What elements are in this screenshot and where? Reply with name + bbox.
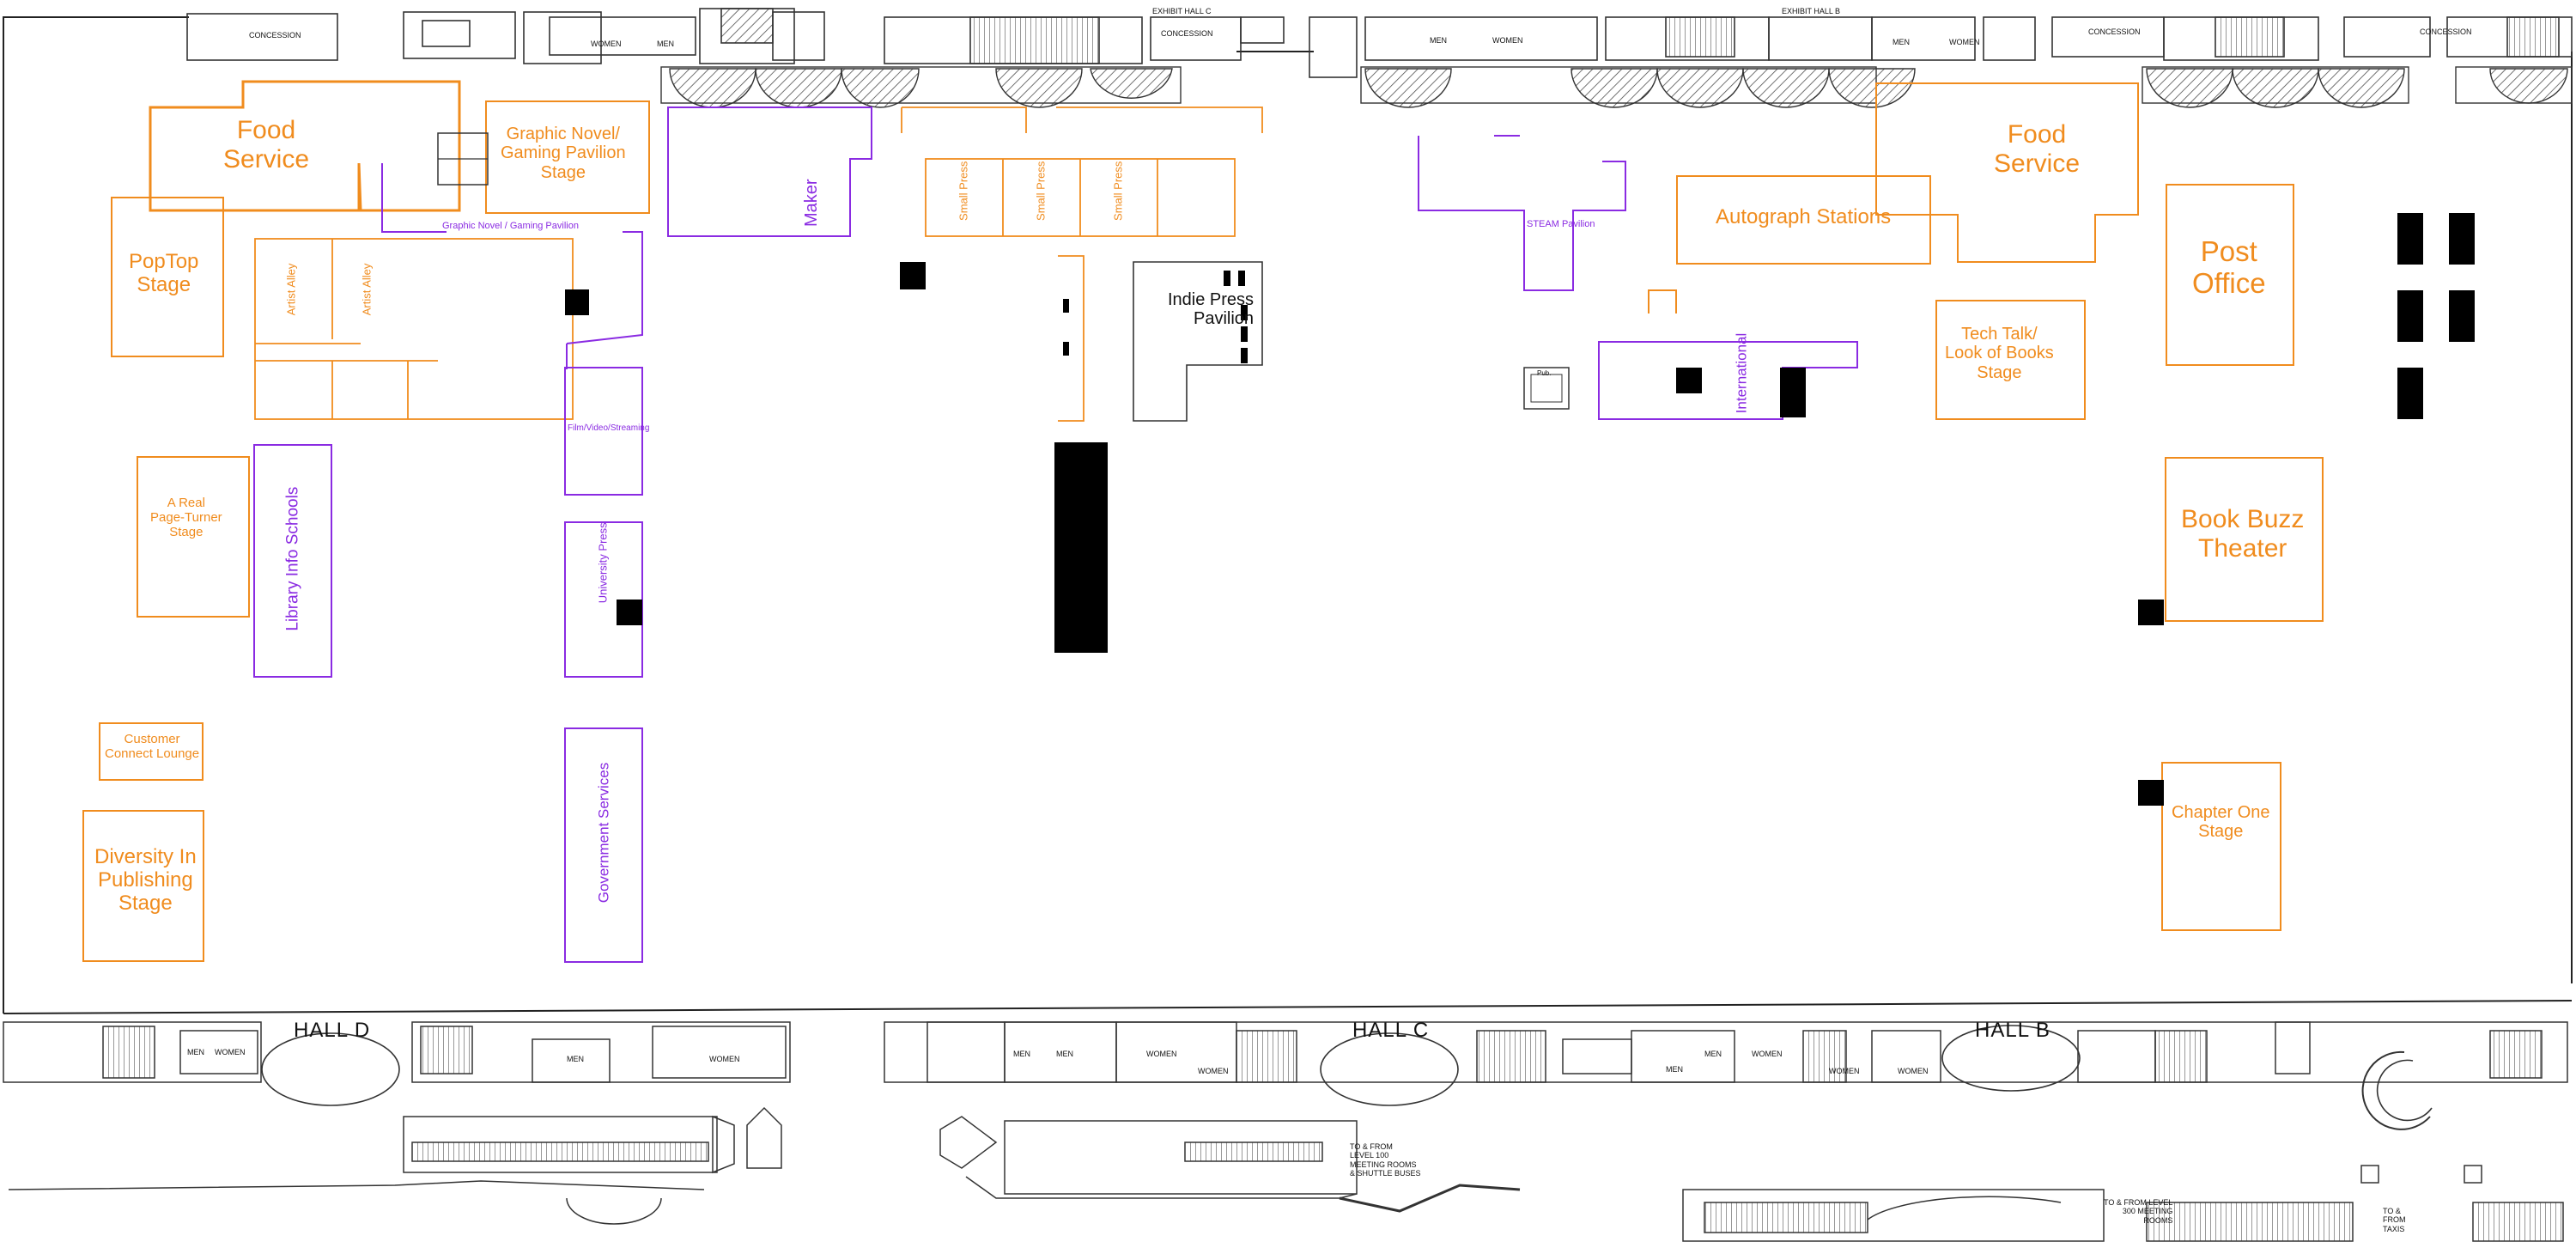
international-outline [1598, 341, 1858, 420]
tech-talk-stage-label: Tech Talk/ Look of Books Stage [1945, 325, 2054, 382]
small-press-label-3: Small Press [1111, 161, 1125, 221]
graphic-novel-pavilion-label: Graphic Novel / Gaming Pavilion [442, 221, 579, 231]
exhibit-hall-c-label: EXHIBIT HALL C [1152, 7, 1212, 15]
graphic-novel-pavilion-outline [381, 163, 643, 369]
men-label-top-1: MEN [657, 40, 674, 48]
food-service-left-label: Food Service [223, 116, 310, 173]
maker-label: Maker [801, 179, 821, 227]
artist-alley-label-1: Artist Alley [284, 263, 298, 316]
pub-label: Pub. [1537, 369, 1552, 377]
food-service-right-label: Food Service [1994, 120, 2081, 178]
university-press-label: University Press [596, 522, 610, 604]
customer-connect-label: Customer Connect Lounge [105, 732, 200, 761]
top-service-strip [186, 8, 2573, 78]
purple-pavilion-boxes [253, 367, 643, 963]
men-label-top-2: MEN [1430, 36, 1447, 45]
small-press-label-2: Small Press [1034, 161, 1048, 221]
library-info-schools-label: Library Info Schools [283, 486, 302, 631]
women-label-bottom-c: WOMEN [1146, 1050, 1177, 1058]
post-office-label: Post Office [2192, 235, 2266, 299]
level-100-label: TO & FROM LEVEL 100 MEETING ROOMS & SHUT… [1350, 1142, 1421, 1178]
hall-d-label: HALL D [294, 1019, 371, 1042]
lower-concourse [8, 1106, 2564, 1242]
left-stage-outlines [82, 80, 650, 962]
maker-pavilion-outline [667, 107, 872, 237]
top-entrance-doors [669, 68, 2568, 108]
women-label-bottom-e: WOMEN [1752, 1050, 1783, 1058]
international-label: International [1733, 332, 1750, 414]
women-label-top-3: WOMEN [1949, 38, 1980, 46]
steam-pavilion-label: STEAM Pavilion [1527, 219, 1595, 229]
graphic-novel-stage-label: Graphic Novel/ Gaming Pavilion Stage [501, 125, 626, 182]
book-buzz-theater-label: Book Buzz Theater [2181, 505, 2305, 563]
right-stage-outlines [1648, 82, 2324, 931]
hall-outline [3, 16, 2573, 1014]
hall-c-label: HALL C [1352, 1019, 1430, 1042]
hall-ellipses [261, 1025, 2433, 1130]
steam-pavilion-outline [1418, 136, 1626, 291]
women-label-bottom-d: WOMEN [1198, 1067, 1229, 1075]
exhibit-hall-b-label: EXHIBIT HALL B [1782, 7, 1841, 15]
page-turner-stage-label: A Real Page-Turner Stage [150, 496, 222, 539]
black-booths [565, 213, 2475, 806]
small-press-outlines [901, 107, 1263, 422]
men-label-bottom-a: MEN [187, 1048, 204, 1056]
women-label-bottom-f: WOMEN [1829, 1067, 1860, 1075]
artist-alley-label-2: Artist Alley [360, 263, 374, 316]
government-services-label: Government Services [595, 762, 612, 904]
small-press-label-1: Small Press [957, 161, 970, 221]
men-label-bottom-e: MEN [1666, 1065, 1683, 1074]
men-label-bottom-c: MEN [1013, 1050, 1030, 1058]
level-300-label: TO & FROM LEVEL 300 MEETING ROOMS [2104, 1198, 2173, 1225]
bottom-service-strip [3, 1021, 2568, 1083]
chapter-one-stage-label: Chapter One Stage [2172, 803, 2270, 842]
men-label-top-3: MEN [1893, 38, 1910, 46]
hall-b-label: HALL B [1975, 1019, 2050, 1042]
concession-label-2: CONCESSION [1161, 29, 1213, 38]
taxis-label: TO & FROM TAXIS [2383, 1207, 2406, 1233]
diversity-stage-label: Diversity In Publishing Stage [94, 845, 197, 915]
concession-label-4: CONCESSION [2420, 27, 2472, 36]
women-label-top-1: WOMEN [591, 40, 622, 48]
film-video-streaming-label: Film/Video/Streaming [568, 423, 650, 433]
women-label-bottom-b: WOMEN [709, 1055, 740, 1063]
men-label-bottom-f: MEN [1704, 1050, 1722, 1058]
concession-label-1: CONCESSION [249, 31, 301, 40]
poptop-stage-label: PopTop Stage [129, 250, 199, 296]
men-label-bottom-b: MEN [567, 1055, 584, 1063]
men-label-bottom-d: MEN [1056, 1050, 1073, 1058]
women-label-bottom-g: WOMEN [1898, 1067, 1929, 1075]
indie-press-pavilion-label: Indie Press Pavilion [1168, 290, 1255, 329]
autograph-stations-label: Autograph Stations [1716, 205, 1892, 228]
women-label-top-2: WOMEN [1492, 36, 1523, 45]
artist-alley-grid [254, 238, 574, 420]
women-label-bottom-a: WOMEN [215, 1048, 246, 1056]
indie-press-outline [1133, 261, 1263, 422]
concession-label-3: CONCESSION [2088, 27, 2141, 36]
